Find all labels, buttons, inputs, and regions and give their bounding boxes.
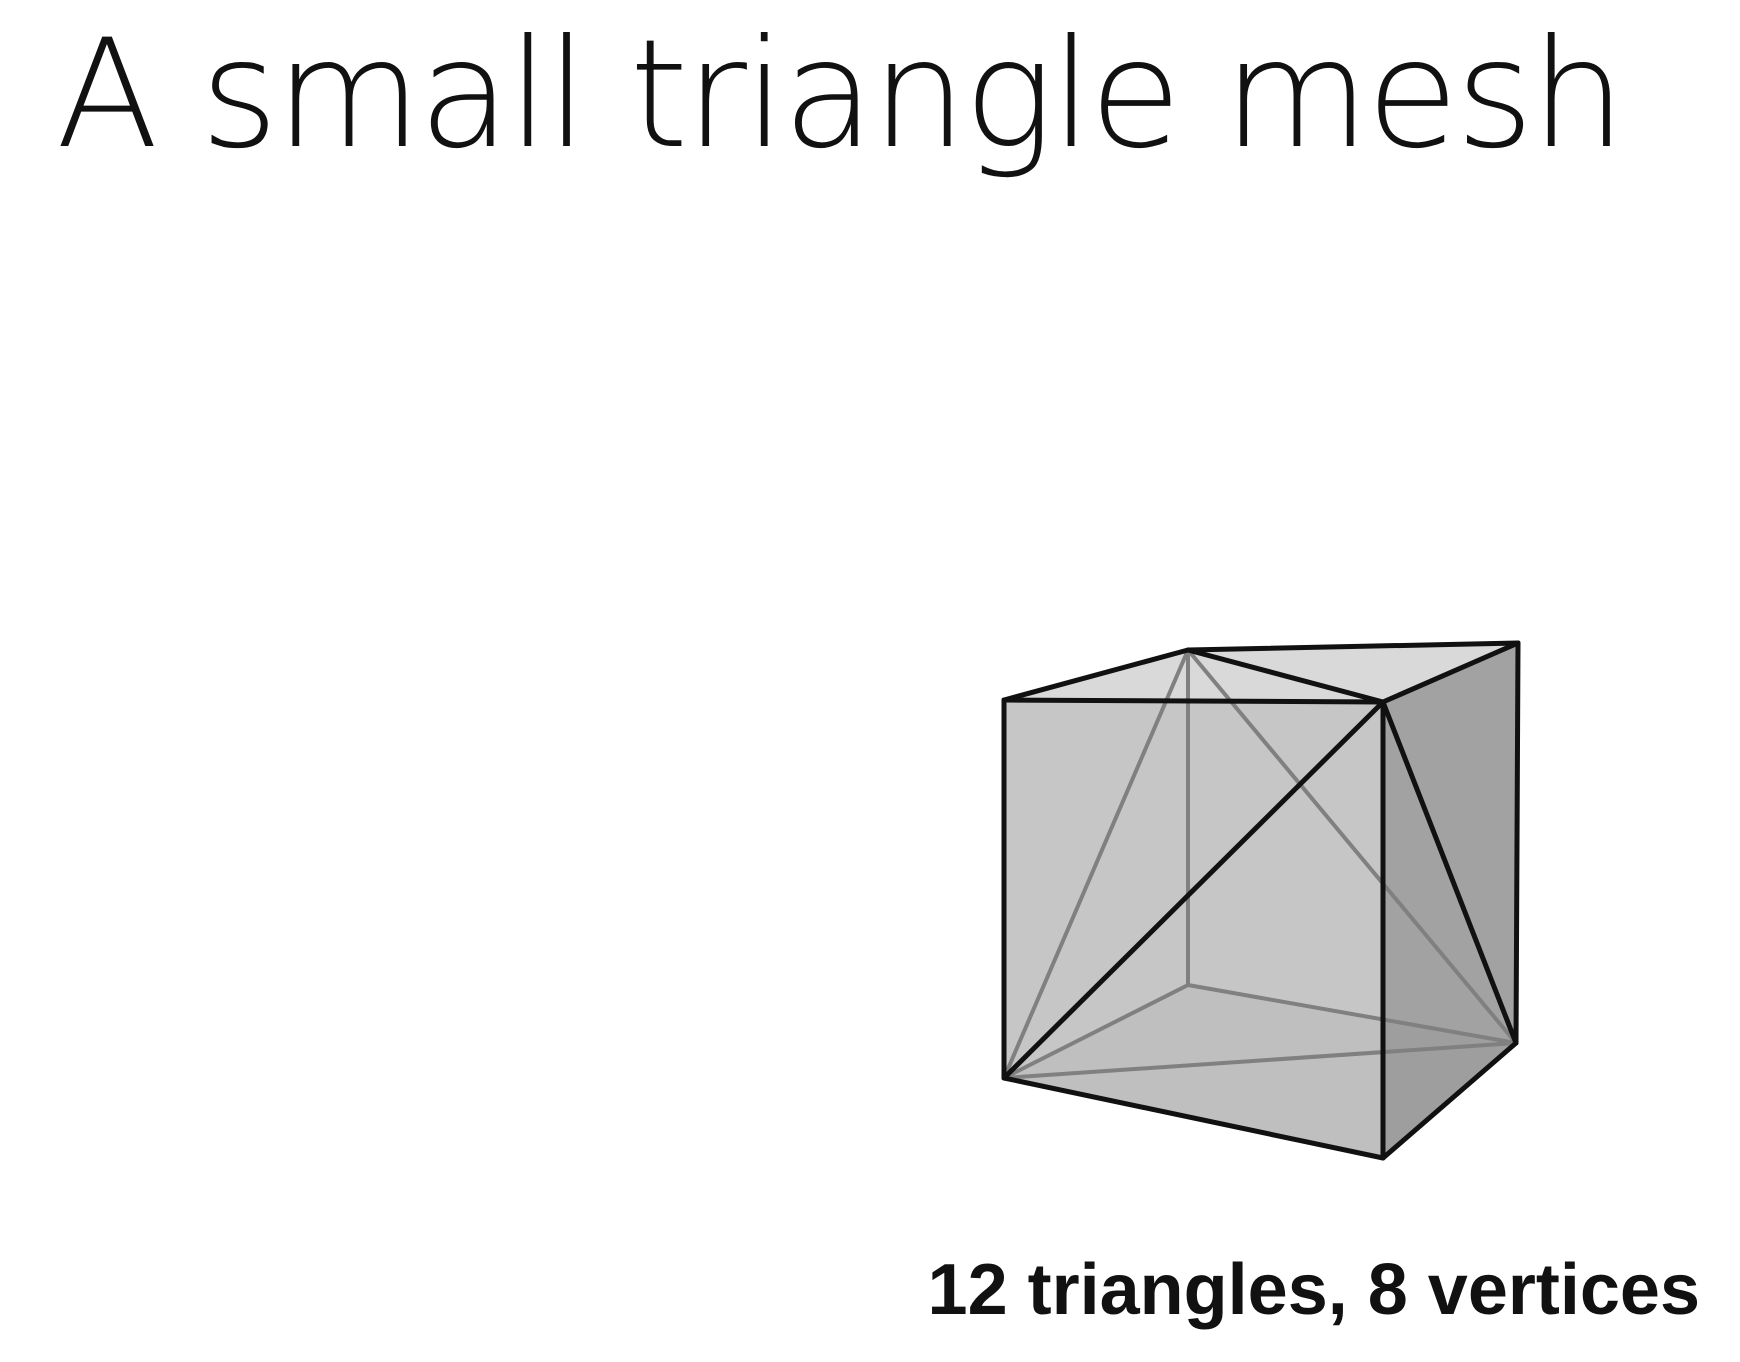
visible-edge [1001,1075,1386,1161]
visible-edge [1001,699,1386,1081]
visible-edge [1380,640,1521,705]
hidden-edge [1002,648,1190,1080]
hidden-edge [1186,983,1518,1045]
visible-edge [1185,647,1386,705]
visible-edge [1001,697,1386,705]
mesh-caption: 12 triangles, 8 vertices [927,1250,1700,1330]
hidden-edge [1002,983,1190,1080]
front-face [1004,700,1383,1158]
visible-edge [1380,699,1519,1046]
hidden-edge [1186,648,1518,1045]
visible-edge [1001,647,1191,703]
visible-edge [1513,640,1521,1046]
visible-edge [1185,640,1521,653]
right-face [1383,643,1518,1158]
hidden-edge [1002,1041,1518,1080]
slide-title: A small triangle mesh [56,8,1626,182]
visible-edges [1001,640,1521,1161]
visible-edge [1380,1040,1519,1161]
hidden-edges [1002,648,1518,1080]
top-face [1004,643,1518,702]
